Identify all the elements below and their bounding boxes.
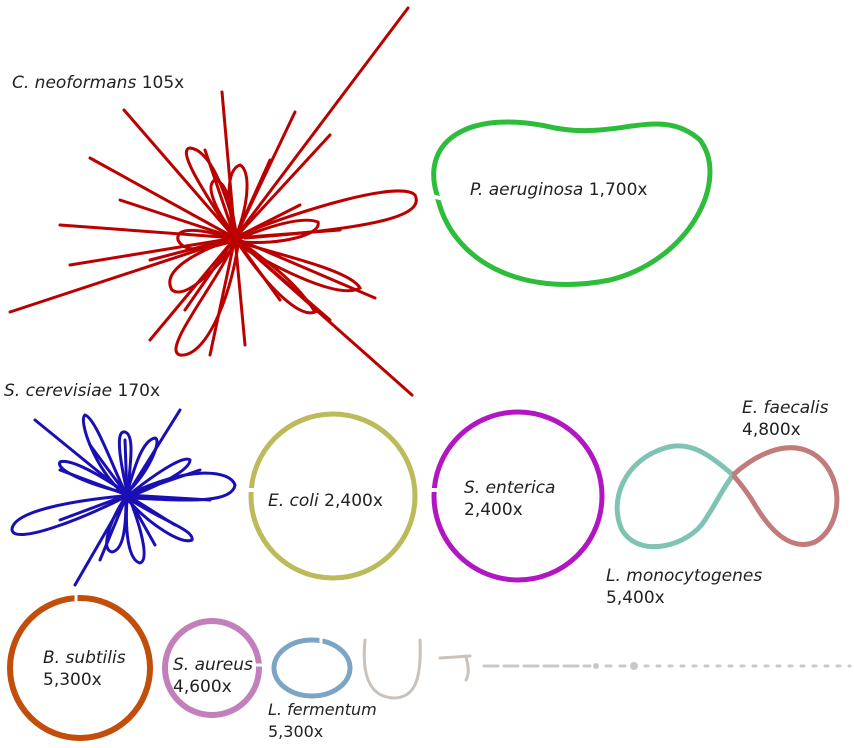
cer-loop bbox=[10, 494, 127, 536]
graph-l-fermentum bbox=[271, 637, 353, 699]
organism-name: C. neoformans bbox=[12, 73, 137, 93]
neo-spike bbox=[208, 236, 237, 357]
graph-s-cerevisiae bbox=[10, 408, 237, 587]
cer-loop bbox=[124, 495, 146, 565]
neo-spike bbox=[233, 6, 410, 240]
cer-spike bbox=[88, 443, 129, 497]
coverage-value: 2,400x bbox=[324, 491, 383, 511]
unassigned-fragments bbox=[362, 638, 852, 700]
neo-loop bbox=[168, 238, 236, 294]
fragment-t-shape bbox=[438, 654, 472, 682]
coverage-value: 4,800x bbox=[742, 420, 801, 440]
cer-loop bbox=[58, 459, 128, 495]
neo-loop bbox=[236, 238, 318, 315]
graph-e-faecalis bbox=[731, 445, 840, 547]
graph-c-neoformans bbox=[8, 6, 418, 397]
coverage-value: 170x bbox=[117, 381, 161, 401]
coverage-value: 5,300x bbox=[43, 670, 102, 690]
cer-spike bbox=[58, 493, 129, 522]
organism-name: S. enterica bbox=[464, 478, 556, 498]
organism-name: L. monocytogenes bbox=[606, 566, 763, 586]
cer-loop bbox=[117, 430, 133, 494]
organism-name: S. aureus bbox=[173, 655, 253, 675]
organism-name: B. subtilis bbox=[43, 648, 126, 668]
neo-loop bbox=[238, 189, 418, 240]
neo-loop bbox=[174, 238, 240, 357]
cer-loop bbox=[105, 496, 128, 554]
organism-name: S. cerevisiae bbox=[4, 381, 113, 401]
cer-loop bbox=[82, 413, 127, 496]
coverage-value: 5,400x bbox=[606, 588, 665, 608]
label-c-neoformans: C. neoformans 105x bbox=[12, 72, 184, 94]
graph-p-aeruginosa bbox=[431, 119, 713, 287]
neo-spike bbox=[122, 108, 237, 240]
organism-name: E. coli bbox=[268, 491, 319, 511]
fragment-u-shape bbox=[362, 638, 422, 700]
neo-loop bbox=[209, 178, 238, 236]
graph-b-subtilis bbox=[7, 595, 153, 741]
neo-loop bbox=[184, 146, 238, 238]
neo-spike bbox=[68, 236, 237, 267]
label-l-fermentum: L. fermentum 5,300x bbox=[268, 699, 377, 743]
cer-loop bbox=[126, 436, 159, 494]
cer-loop bbox=[125, 471, 237, 502]
neo-loop bbox=[176, 228, 232, 251]
neo-spike bbox=[233, 133, 332, 240]
neo-loop bbox=[236, 240, 363, 293]
cer-loop bbox=[128, 457, 192, 498]
p-aeruginosa-gap bbox=[431, 194, 444, 201]
graph-s-aureus bbox=[162, 618, 262, 718]
coverage-value: 4,600x bbox=[173, 677, 232, 697]
fragment-dot bbox=[630, 662, 638, 670]
label-e-coli: E. coli 2,400x bbox=[268, 490, 383, 512]
label-s-cerevisiae: S. cerevisiae 170x bbox=[4, 380, 160, 402]
organism-name: L. fermentum bbox=[268, 700, 377, 719]
coverage-value: 1,700x bbox=[588, 180, 648, 200]
coverage-value: 2,400x bbox=[464, 500, 523, 520]
neo-spike bbox=[88, 156, 237, 240]
coverage-value: 105x bbox=[141, 73, 185, 93]
neo-spike bbox=[58, 223, 237, 240]
coverage-value: 5,300x bbox=[268, 722, 324, 741]
graph-s-enterica bbox=[431, 409, 605, 583]
organism-name: P. aeruginosa bbox=[470, 180, 584, 200]
neo-loop bbox=[238, 218, 320, 245]
label-p-aeruginosa: P. aeruginosa 1,700x bbox=[470, 179, 647, 201]
organism-name: E. faecalis bbox=[742, 398, 829, 418]
neo-spike bbox=[148, 236, 237, 342]
graph-l-monocytogenes bbox=[614, 443, 736, 550]
graph-e-coli bbox=[248, 411, 418, 581]
fragment-dot bbox=[593, 663, 599, 669]
cer-spike bbox=[98, 493, 129, 562]
neo-spike bbox=[118, 198, 237, 240]
cer-loop bbox=[126, 496, 194, 543]
